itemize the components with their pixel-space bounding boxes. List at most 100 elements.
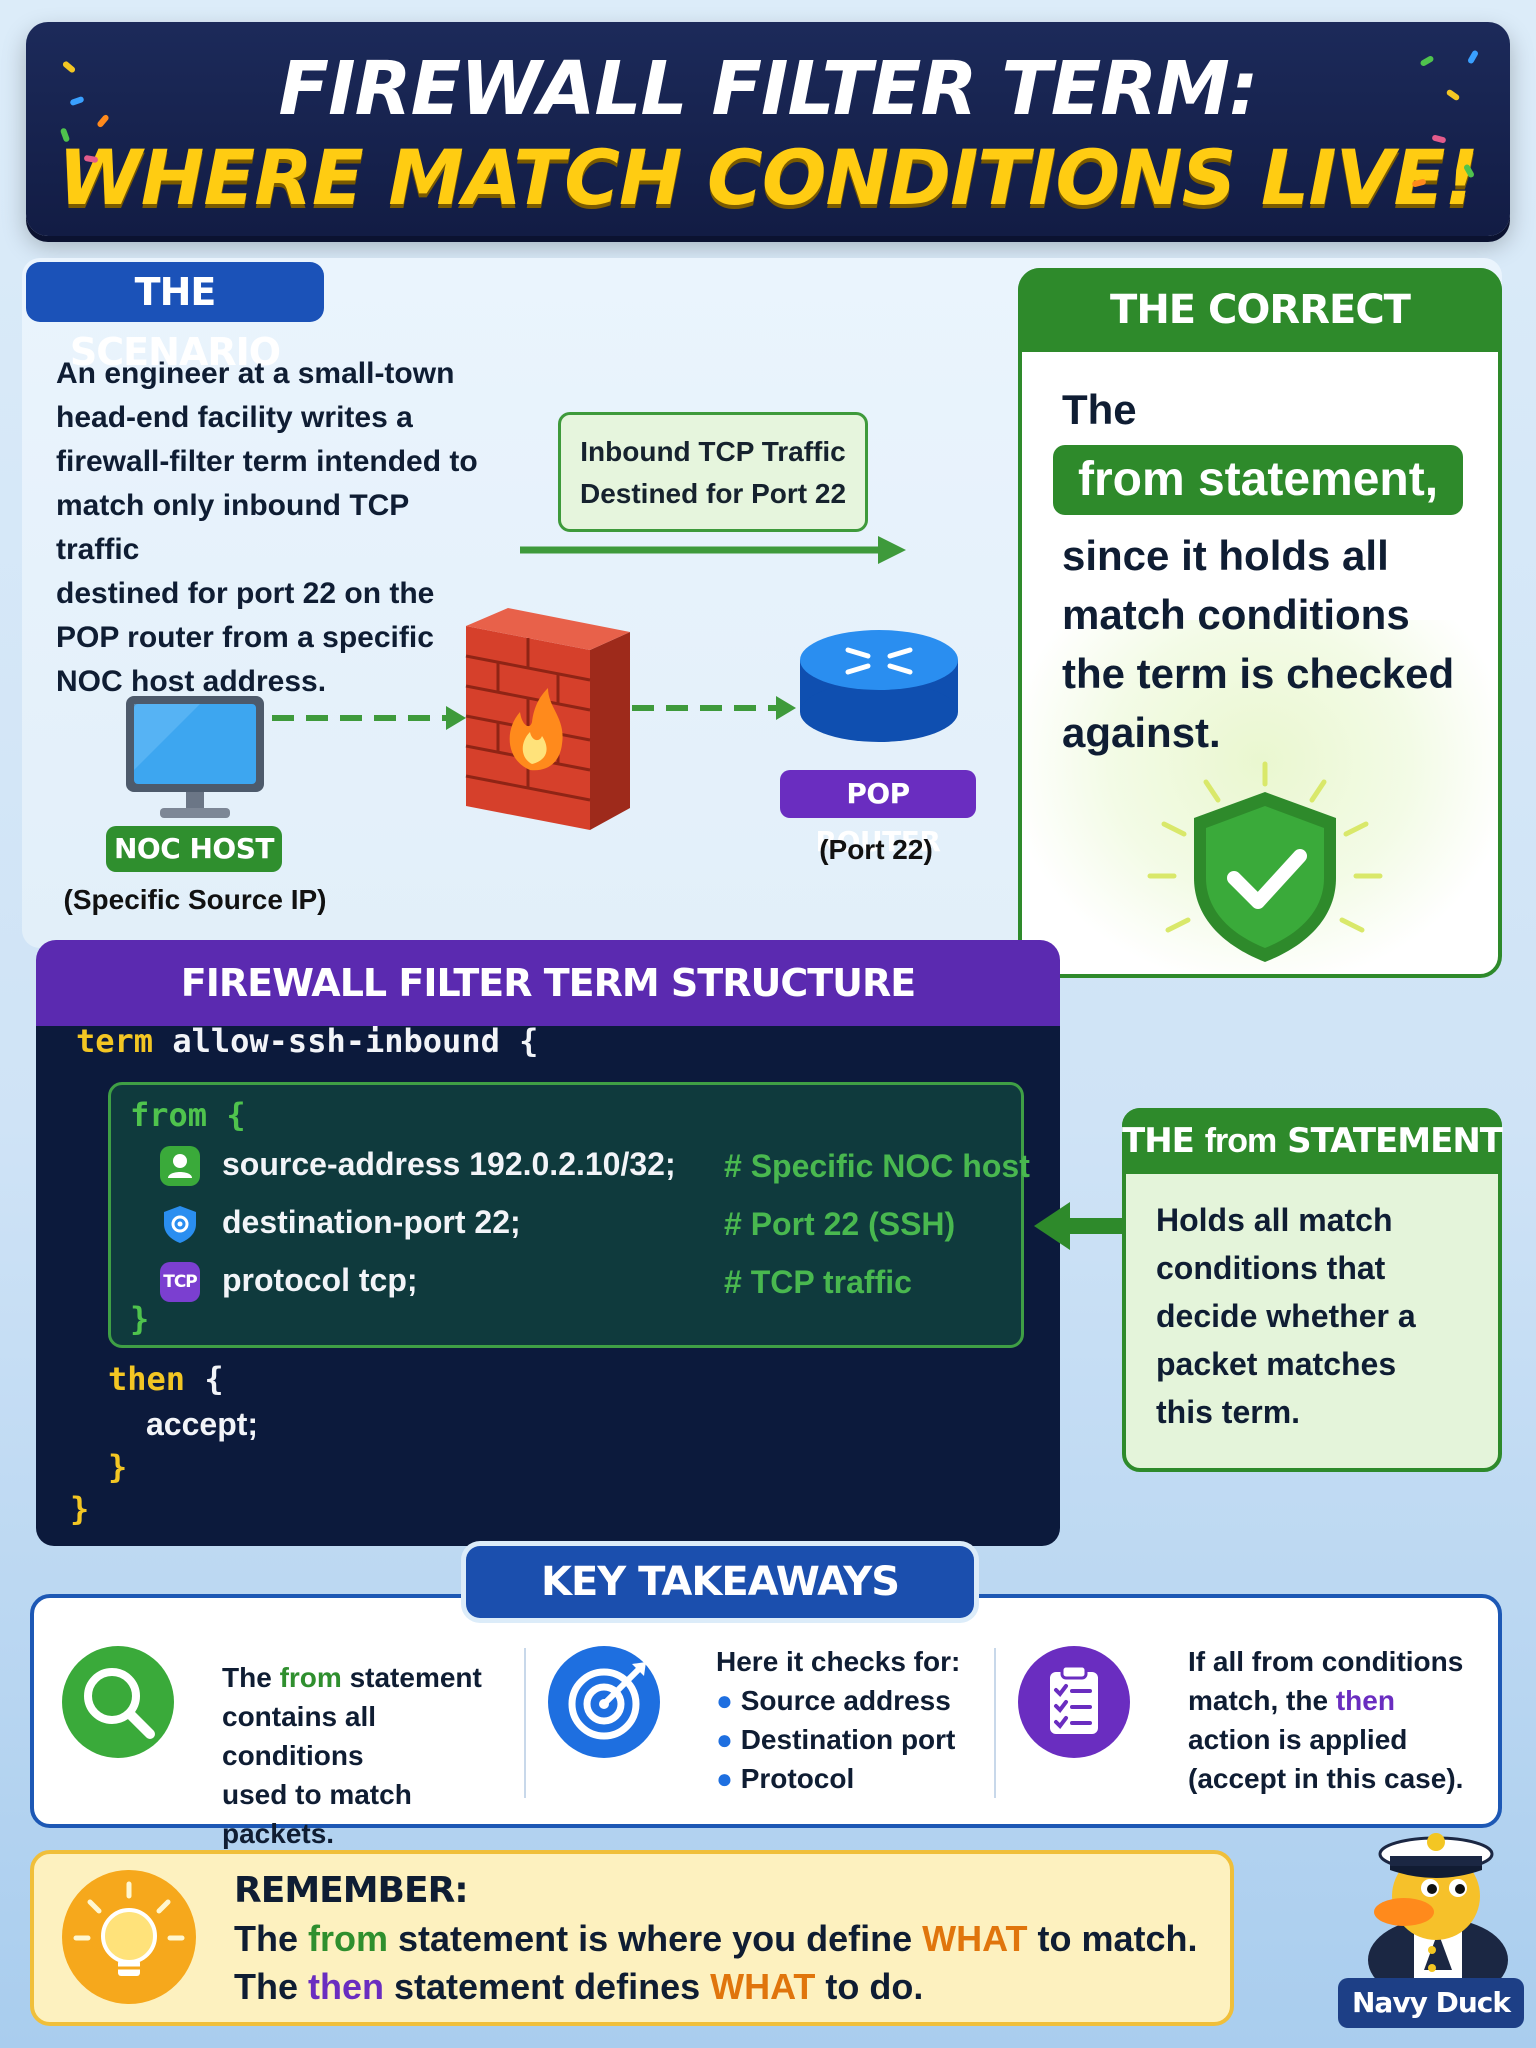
from-statement-heading: THE from STATEMENT: [1122, 1108, 1503, 1174]
takeaway-line: used to match packets.: [222, 1779, 412, 1849]
text-part: to do.: [815, 1966, 924, 2007]
noc-host-label: NOC HOST: [106, 826, 282, 872]
then-keyword: then: [108, 1360, 186, 1398]
scenario-line: NOC host address.: [56, 665, 327, 698]
answer-line: the term is checked: [1062, 650, 1455, 697]
user-shield-icon: [160, 1146, 200, 1186]
then-word: then: [308, 1966, 385, 2007]
from-word: from: [279, 1662, 342, 1693]
scenario-line: match only inbound TCP traffic: [56, 489, 409, 566]
what-word: WHAT: [710, 1966, 816, 2007]
search-icon: [62, 1646, 174, 1758]
from-statement-line: packet matches: [1156, 1346, 1397, 1382]
firewall-icon: [465, 608, 630, 830]
pop-router-label: POP ROUTER: [780, 770, 976, 858]
from-line: from {: [130, 1096, 246, 1134]
traffic-arrow-head: [878, 536, 906, 564]
bullet-text: Source address: [740, 1685, 951, 1716]
bullet-text: Destination port: [740, 1724, 956, 1755]
term-name: allow-ssh-inbound {: [172, 1022, 539, 1060]
scenario-line: destined for port 22 on the: [56, 577, 435, 610]
source-address-row: source-address 192.0.2.10/32;: [222, 1146, 676, 1182]
monitor-icon: [126, 696, 264, 818]
scenario-line: An engineer at a small-town: [56, 357, 455, 390]
shield-icon: [160, 1204, 200, 1244]
scenario-description: An engineer at a small-town head-end fac…: [56, 352, 496, 704]
traffic-callout-line: Destined for Port 22: [579, 478, 847, 509]
protocol-row: protocol tcp;: [222, 1262, 418, 1298]
takeaway-line: contains all conditions: [222, 1701, 377, 1771]
from-statement-body: Holds all match conditions that decide w…: [1156, 1196, 1476, 1436]
divider: [524, 1648, 526, 1798]
check-shield-icon: [1147, 761, 1383, 962]
text-part: The: [222, 1662, 280, 1693]
takeaway-1: The from statement contains all conditio…: [222, 1658, 522, 1853]
text-part: The: [234, 1966, 309, 2007]
target-icon: [548, 1646, 660, 1758]
takeaway-line: (accept in this case).: [1188, 1763, 1464, 1794]
takeaway-intro: Here it checks for:: [716, 1646, 961, 1677]
code-heading: FIREWALL FILTER TERM STRUCTURE: [36, 940, 1060, 1026]
destination-port-comment: # Port 22 (SSH): [724, 1206, 956, 1242]
remember-line-1: The from statement is where you define W…: [234, 1918, 1197, 1960]
then-word: then: [1335, 1685, 1395, 1716]
scenario-line: POP router from a specific: [56, 621, 434, 654]
takeaway-line: If all from conditions: [1188, 1646, 1464, 1677]
term-close-brace: }: [70, 1490, 90, 1528]
bullet-item: ● Destination port: [716, 1724, 956, 1755]
pointer-arrow: [1034, 1202, 1128, 1250]
remember-panel: [30, 1850, 1234, 2026]
answer-the: The: [1062, 386, 1137, 433]
traffic-callout-line: Inbound TCP Traffic: [580, 436, 846, 467]
tcp-badge-icon: TCP: [160, 1262, 200, 1302]
from-keyword: from: [130, 1096, 208, 1134]
from-statement-line: conditions that: [1156, 1250, 1386, 1286]
checklist-icon: [1018, 1646, 1130, 1758]
then-body: accept;: [146, 1406, 259, 1442]
bullet-item: ● Source address: [716, 1685, 951, 1716]
pop-router-caption: (Port 22): [819, 834, 933, 865]
from-statement-line: Holds all match: [1156, 1202, 1393, 1238]
scenario-diagram: [126, 536, 958, 830]
scenario-label: THE SCENARIO: [26, 262, 324, 374]
answer-body: since it holds all match conditions the …: [1062, 526, 1482, 762]
scenario-line: head-end facility writes a: [56, 401, 413, 434]
navy-duck-mascot: [1368, 1833, 1508, 1990]
traffic-callout: Inbound TCP Traffic Destined for Port 22: [558, 412, 868, 532]
bullet-item: ● Protocol: [716, 1763, 855, 1794]
scenario-line: firewall-filter term intended to: [56, 445, 478, 478]
protocol-comment: # TCP traffic: [724, 1264, 912, 1300]
heading-part: STATEMENT: [1276, 1121, 1503, 1161]
text-part: The: [234, 1918, 309, 1959]
answer-heading: THE CORRECT ANSWER: [1018, 268, 1502, 417]
key-takeaways-heading: KEY TAKEAWAYS: [466, 1546, 974, 1618]
then-close-brace: }: [108, 1448, 128, 1486]
from-block: [108, 1082, 1024, 1348]
answer-line: against.: [1062, 709, 1221, 756]
takeaway-line: action is applied: [1188, 1724, 1408, 1755]
key-takeaways-panel: [30, 1594, 1502, 1828]
what-word: WHAT: [922, 1918, 1028, 1959]
from-statement-line: this term.: [1156, 1394, 1301, 1430]
source-address-comment: # Specific NOC host: [724, 1148, 1030, 1184]
navy-duck-label: Navy Duck: [1338, 1978, 1524, 2028]
destination-port-row: destination-port 22;: [222, 1204, 521, 1240]
answer-highlight: from statement,: [1053, 445, 1463, 515]
heading-from-word: from: [1204, 1122, 1278, 1160]
takeaway-3: If all from conditions match, the then a…: [1188, 1642, 1488, 1798]
text-part: to match.: [1027, 1918, 1198, 1959]
text-part: statement is where you define: [388, 1918, 923, 1959]
bullet-text: Protocol: [740, 1763, 855, 1794]
text-part: statement defines: [384, 1966, 711, 2007]
remember-title: REMEMBER:: [234, 1870, 469, 1911]
router-icon: [800, 630, 958, 742]
term-line: term allow-ssh-inbound {: [76, 1022, 538, 1060]
takeaway-2: Here it checks for: ● Source address ● D…: [716, 1642, 1006, 1798]
heading-part: THE: [1122, 1121, 1205, 1161]
header-banner: FIREWALL FILTER TERM: WHERE MATCH CONDIT…: [26, 22, 1510, 236]
text-part: statement: [341, 1662, 482, 1693]
title-line-2: WHERE MATCH CONDITIONS LIVE!: [57, 133, 1479, 222]
from-close-brace: }: [130, 1300, 150, 1338]
flame-icon: [509, 688, 563, 771]
title-line-1: FIREWALL FILTER TERM:: [278, 46, 1259, 132]
